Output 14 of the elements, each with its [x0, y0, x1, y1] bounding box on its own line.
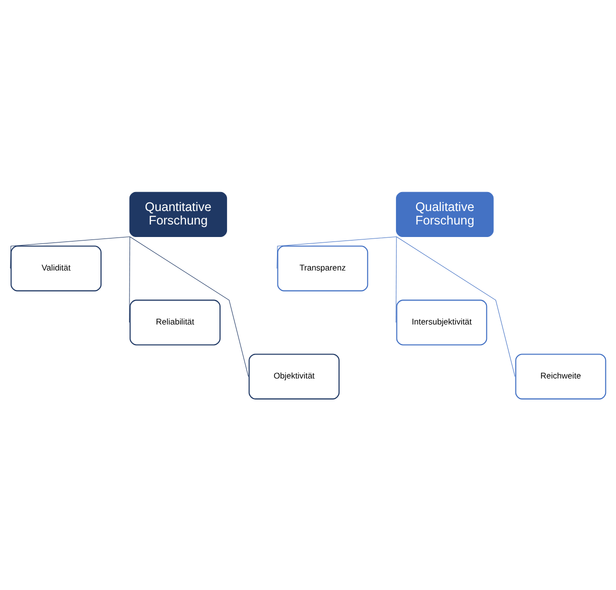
node-box: Intersubjektivität — [396, 299, 488, 345]
node-box: Qualitative Forschung — [396, 191, 494, 237]
connector — [276, 236, 397, 268]
connector — [129, 236, 130, 322]
connector — [396, 236, 516, 376]
connector — [396, 236, 397, 322]
node-box: Objektivität — [248, 353, 340, 399]
node-box: Reliabilität — [130, 299, 221, 345]
connector — [130, 236, 249, 376]
node-box: Reichweite — [515, 353, 606, 399]
node-box: Transparenz — [277, 245, 368, 291]
node-box: Quantitative Forschung — [129, 191, 228, 237]
connector — [10, 236, 130, 268]
node-box: Validität — [10, 245, 102, 291]
